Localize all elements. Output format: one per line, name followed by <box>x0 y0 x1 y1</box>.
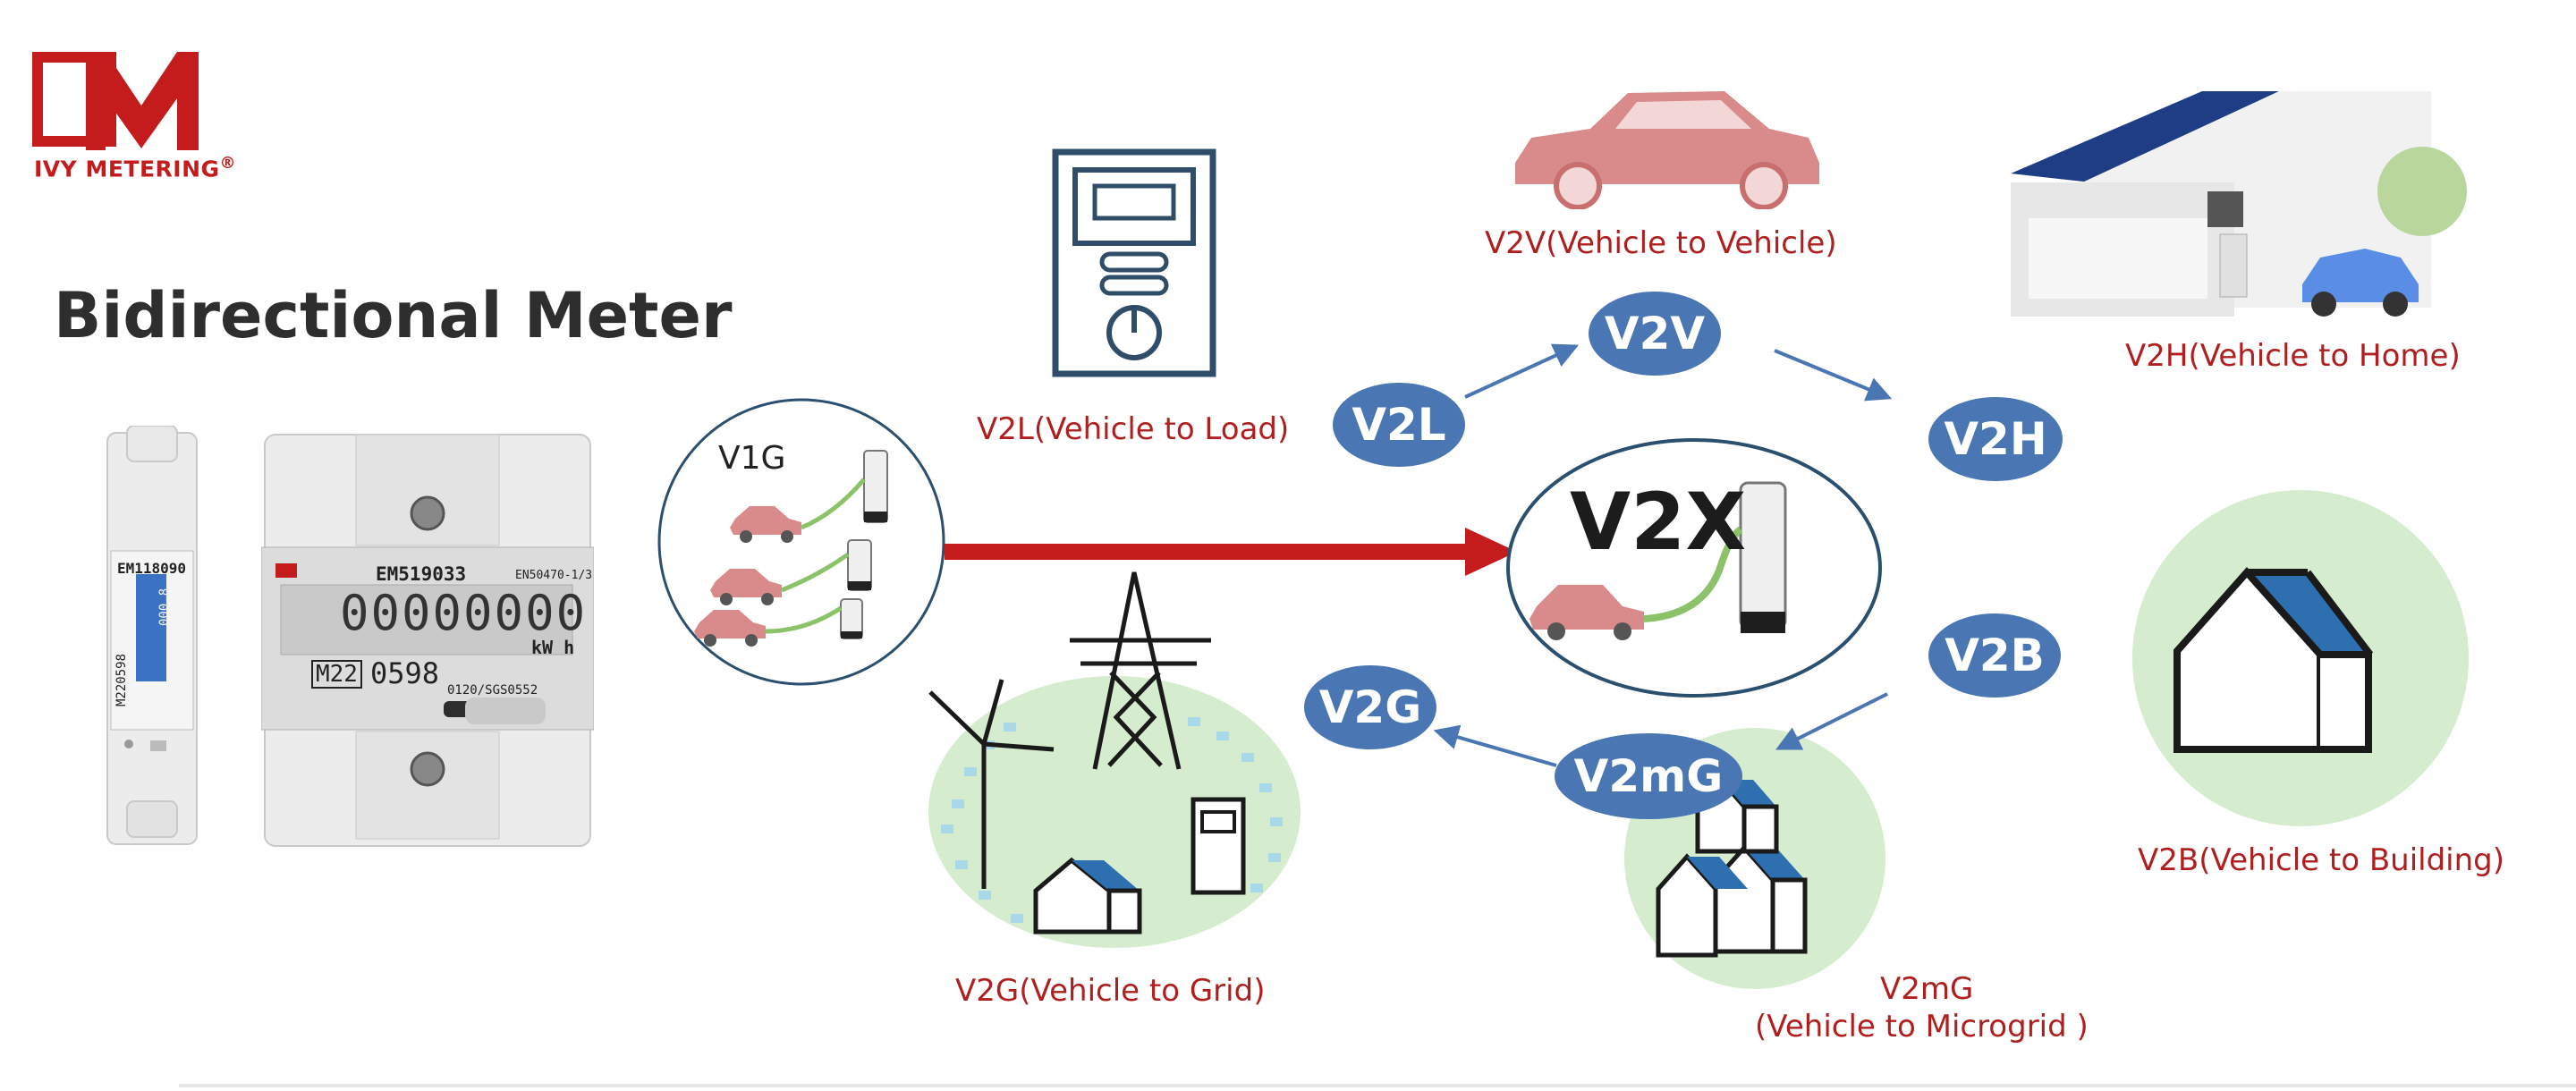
v1g-label: V1G <box>718 440 786 477</box>
badge-v2v: V2V <box>1589 292 1721 376</box>
large-meter-display: 00000000 <box>340 585 588 641</box>
large-meter-image <box>261 434 594 847</box>
brand-logo <box>32 52 199 150</box>
main-arrow <box>945 528 1517 576</box>
large-meter-model: EM519033 <box>376 563 467 585</box>
large-meter-cert-ref: 0120/SGS0552 <box>447 683 538 698</box>
v2b-caption: V2B(Vehicle to Building) <box>2138 842 2505 878</box>
v2g-grid-icon <box>928 571 1301 948</box>
v2b-building-icon <box>2132 490 2469 826</box>
badge-v2b: V2B <box>1928 613 2061 698</box>
v2x-hub <box>1506 438 1882 698</box>
large-meter-cert-num: 0598 <box>370 656 440 690</box>
v2mg-caption-line2: (Vehicle to Microgrid ) <box>1755 1009 2089 1044</box>
v1g-circle <box>657 398 945 686</box>
large-meter-cert: M22 <box>311 660 362 689</box>
small-meter-display: 000.8 <box>157 588 172 626</box>
large-meter-unit: kW h <box>531 637 575 658</box>
v2l-caption: V2L(Vehicle to Load) <box>977 411 1290 447</box>
small-meter-model: EM118090 <box>117 560 187 577</box>
page-title: Bidirectional Meter <box>54 279 733 352</box>
v2x-label: V2X <box>1570 476 1747 568</box>
v2h-home-image <box>2011 91 2467 317</box>
v2h-caption: V2H(Vehicle to Home) <box>2125 338 2461 374</box>
small-meter-image <box>106 426 198 845</box>
v2v-car-image <box>1515 91 1819 209</box>
badge-v2mg: V2mG <box>1555 733 1742 819</box>
badge-v2l: V2L <box>1333 383 1465 467</box>
v2mg-caption-line1: V2mG <box>1880 971 1974 1007</box>
bottom-divider <box>179 1084 2576 1087</box>
large-meter-standard: EN50470-1/3 <box>515 569 593 582</box>
v2g-caption: V2G(Vehicle to Grid) <box>955 973 1266 1009</box>
brand-name: IVY METERING® <box>34 154 237 182</box>
small-meter-code: M220598 <box>114 653 129 706</box>
badge-v2h: V2H <box>1928 397 2063 481</box>
v2v-caption: V2V(Vehicle to Vehicle) <box>1485 225 1837 261</box>
badge-v2g: V2G <box>1304 665 1436 749</box>
v2l-device-icon <box>1052 148 1216 377</box>
